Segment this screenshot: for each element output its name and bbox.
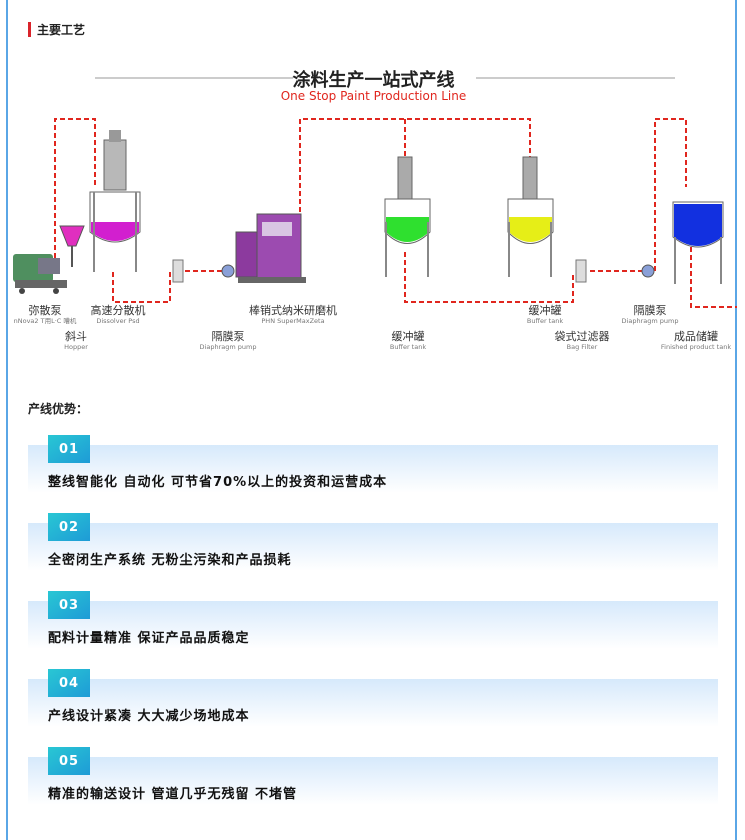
buffer-tank-2 — [507, 156, 554, 277]
advantage-item: 03 配料计量精准 保证产品品质稳定 — [28, 591, 718, 649]
advantage-text: 整线智能化 自动化 可节省70%以上的投资和运营成本 — [48, 475, 388, 490]
advantage-text: 产线设计紧凑 大大减少场地成本 — [48, 709, 250, 724]
heading-accent-bar — [28, 21, 31, 37]
advantage-text: 全密闭生产系统 无粉尘污染和产品损耗 — [48, 553, 292, 568]
advantage-item: 02 全密闭生产系统 无粉尘污染和产品损耗 — [28, 513, 718, 571]
pipelines — [54, 118, 737, 308]
advantage-text: 配料计量精准 保证产品品质稳定 — [48, 631, 250, 646]
advantage-number-badge: 04 — [48, 669, 90, 697]
advantage-band — [28, 445, 718, 493]
advantage-item: 05 精准的输送设计 管道几乎无残留 不堵管 — [28, 747, 718, 805]
page-frame — [6, 0, 737, 840]
advantage-number-badge: 02 — [48, 513, 90, 541]
section-title: 主要工艺 — [37, 22, 86, 37]
inline-filter — [172, 259, 184, 283]
diaphragm-pump-2 — [641, 264, 655, 278]
section-heading: 主要工艺 — [28, 21, 85, 37]
bead-mill — [235, 213, 306, 283]
advantage-number-badge: 01 — [48, 435, 90, 463]
advantage-number-badge: 05 — [48, 747, 90, 775]
advantage-text: 精准的输送设计 管道几乎无残留 不堵管 — [48, 787, 298, 802]
advantage-band — [28, 523, 718, 571]
disperse-pump — [13, 254, 67, 294]
advantage-band — [28, 679, 718, 727]
hopper — [59, 225, 85, 267]
dissolver-tank — [89, 130, 141, 272]
diaphragm-pump-1 — [221, 264, 235, 278]
buffer-tank-1 — [384, 156, 431, 277]
bag-filter — [575, 259, 587, 283]
diagram-subtitle: One Stop Paint Production Line — [280, 89, 467, 103]
process-diagram: 涂料生产一站式产线 One Stop Paint Production Line… — [10, 62, 737, 362]
diagram-title: 涂料生产一站式产线 — [292, 70, 455, 91]
advantage-item: 04 产线设计紧凑 大大减少场地成本 — [28, 669, 718, 727]
process-diagram-drawing — [13, 77, 737, 308]
finished-product-tank — [672, 201, 724, 284]
advantages-heading: 产线优势： — [28, 402, 89, 416]
advantage-band — [28, 757, 718, 805]
advantage-item: 01 整线智能化 自动化 可节省70%以上的投资和运营成本 — [28, 435, 718, 493]
advantage-number-badge: 03 — [48, 591, 90, 619]
advantage-band — [28, 601, 718, 649]
